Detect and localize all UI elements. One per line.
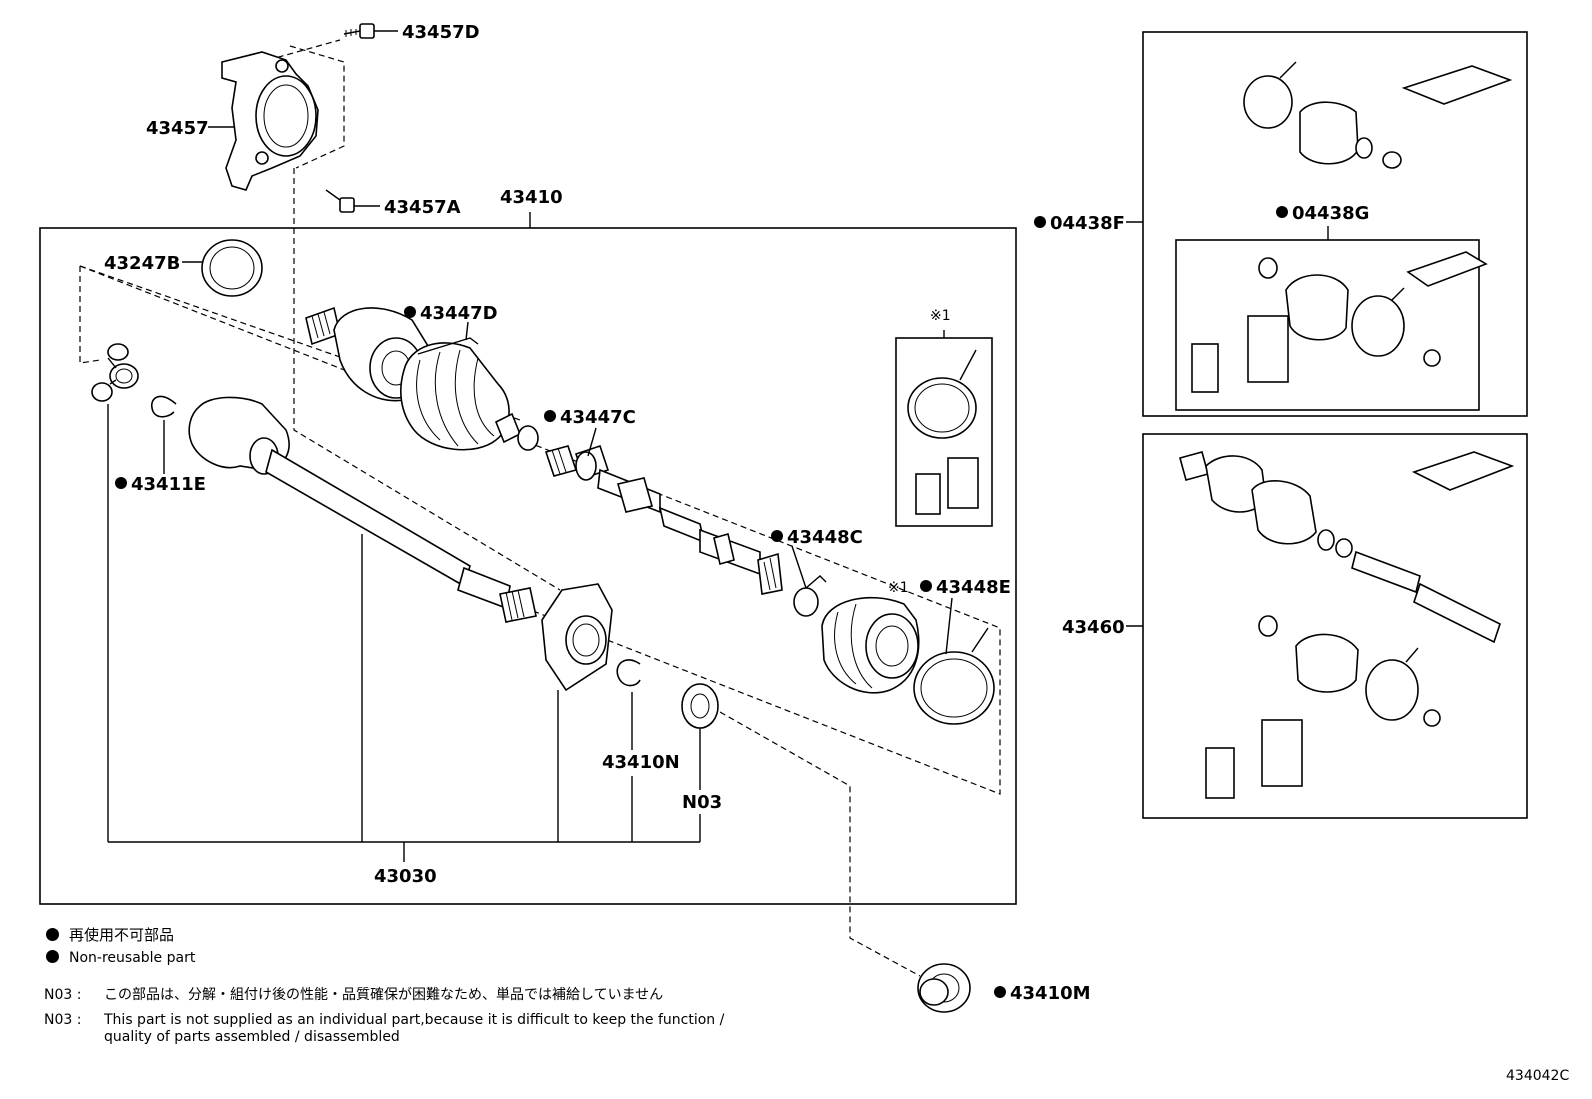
dash-outline-diagonal	[79, 265, 1001, 795]
legend-jp: 再使用不可部品	[46, 924, 174, 945]
label-43410M: 43410M	[1010, 983, 1091, 1004]
label-43447D: 43447D	[420, 303, 498, 324]
bearing-bracket-43457	[221, 51, 319, 191]
label-43247B: 43247B	[104, 253, 180, 274]
boot-43447D	[400, 337, 522, 451]
bullet-icon	[46, 950, 59, 963]
bullet-icon	[46, 928, 59, 941]
label-43460: 43460	[1062, 617, 1125, 638]
dash-outline-lower	[79, 265, 521, 421]
ref-mark-1: ※1	[888, 580, 909, 596]
dash-knuckle-bolt-top	[267, 39, 341, 61]
figure-id: 434042C	[1506, 1068, 1569, 1084]
bolt-43457D	[343, 23, 375, 39]
assembly-box-43410	[39, 227, 1017, 905]
label-43030: 43030	[374, 866, 437, 887]
snap-ring-43411E	[151, 395, 177, 418]
center-bearing-housing	[541, 583, 613, 692]
non-reusable-bullets	[115, 206, 1288, 998]
label-43447C: 43447C	[560, 407, 636, 428]
note-code: N03 :	[44, 987, 82, 1003]
dash-43410M-link	[719, 711, 921, 977]
seal-N03	[681, 683, 719, 729]
tripod-joint	[91, 343, 139, 402]
snap-ring-upper	[517, 425, 539, 451]
label-43410: 43410	[500, 187, 563, 208]
label-43457A: 43457A	[384, 197, 461, 218]
kit-04438G-contents	[1191, 251, 1488, 393]
note-line-2: quality of parts assembled / disassemble…	[104, 1029, 400, 1045]
note-n03-jp: N03 : この部品は、分解・組付け後の性能・品質確保が困難なため、単品では補給し…	[44, 984, 663, 1004]
note-code: N03 :	[44, 1012, 82, 1028]
label-43457: 43457	[146, 118, 209, 139]
label-43448C: 43448C	[787, 527, 863, 548]
dash-knuckle-link	[293, 168, 561, 591]
dash-outline-upper	[79, 266, 101, 364]
label-43410N: 43410N	[602, 752, 680, 773]
label-43457D: 43457D	[402, 22, 480, 43]
kit-43460-contents	[1179, 451, 1515, 799]
note-line-1: This part is not supplied as an individu…	[104, 1012, 725, 1028]
snap-ring-43410N	[616, 659, 641, 687]
leader-lines	[107, 30, 1329, 862]
inner-joint-43030	[188, 396, 537, 623]
label-43411E: 43411E	[131, 474, 206, 495]
label-04438G: 04438G	[1292, 203, 1369, 224]
label-04438F: 04438F	[1050, 213, 1125, 234]
kit-box-04438F	[1142, 31, 1528, 417]
dust-ring-43247B	[201, 239, 263, 297]
legend-en: Non-reusable part	[46, 950, 195, 966]
clamp-band-43448E	[913, 627, 995, 725]
bolt-43457A	[325, 189, 355, 213]
legend-en-text: Non-reusable part	[69, 950, 196, 966]
boot-43448E	[821, 596, 920, 694]
kit-04438F-contents	[1243, 61, 1513, 169]
shaft-43447C	[544, 444, 783, 595]
note-n03-en: N03 : This part is not supplied as an ind…	[44, 1012, 844, 1046]
clamp-set-contents	[907, 349, 979, 515]
label-43448E: 43448E	[936, 577, 1011, 598]
legend-jp-text: 再使用不可部品	[69, 926, 175, 944]
seal-43410M	[917, 963, 971, 1013]
note-text: この部品は、分解・組付け後の性能・品質確保が困難なため、単品では補給していません	[104, 987, 664, 1003]
label-N03: N03	[682, 792, 722, 813]
clamp-43448C	[793, 575, 827, 617]
ref-mark-1-box: ※1	[930, 308, 951, 324]
